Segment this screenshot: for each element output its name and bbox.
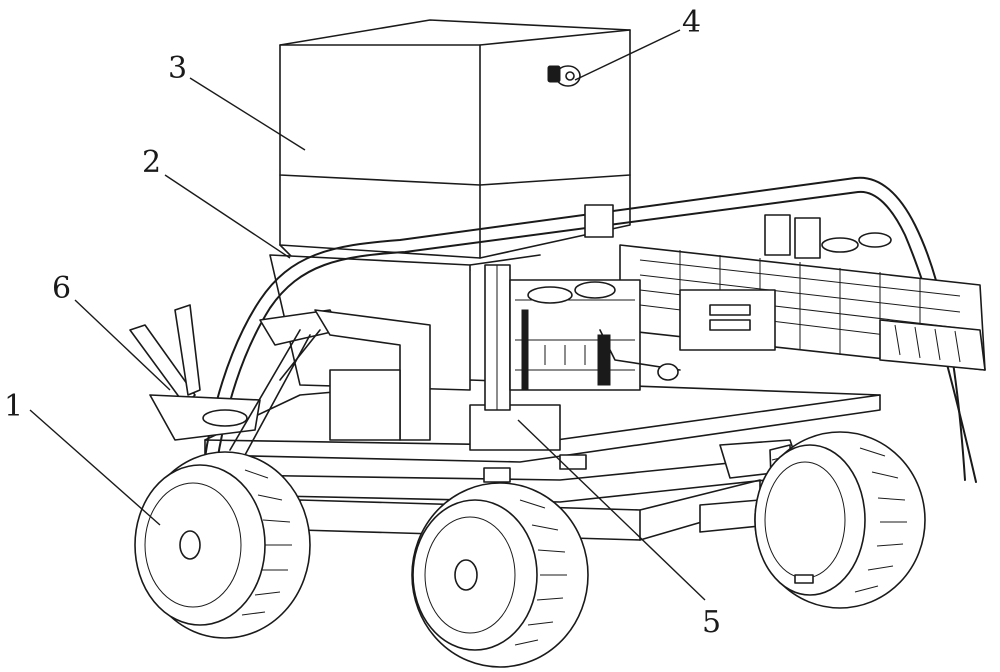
leader-line-6 [74,299,171,391]
callout-3: 3 [168,51,187,86]
front-arm-assembly [129,304,431,456]
camera-sensor [547,65,581,87]
wheel-front-right [411,482,589,668]
leader-line-1 [29,409,161,526]
leader-line-2 [164,174,291,259]
callout-labels: 1 2 3 4 5 6 [4,5,721,640]
callout-2: 2 [142,145,161,180]
leader-line-3 [189,77,306,151]
callout-6: 6 [52,271,71,306]
leader-line-5 [517,419,706,601]
callout-1: 1 [4,389,23,424]
callout-4: 4 [682,5,701,40]
callout-5: 5 [702,605,721,640]
leader-line-4 [574,29,681,81]
conveyor-mechanism [484,214,986,411]
wheel-rear-right [754,431,926,609]
wheel-front-left [134,451,311,639]
leader-lines [29,29,706,601]
